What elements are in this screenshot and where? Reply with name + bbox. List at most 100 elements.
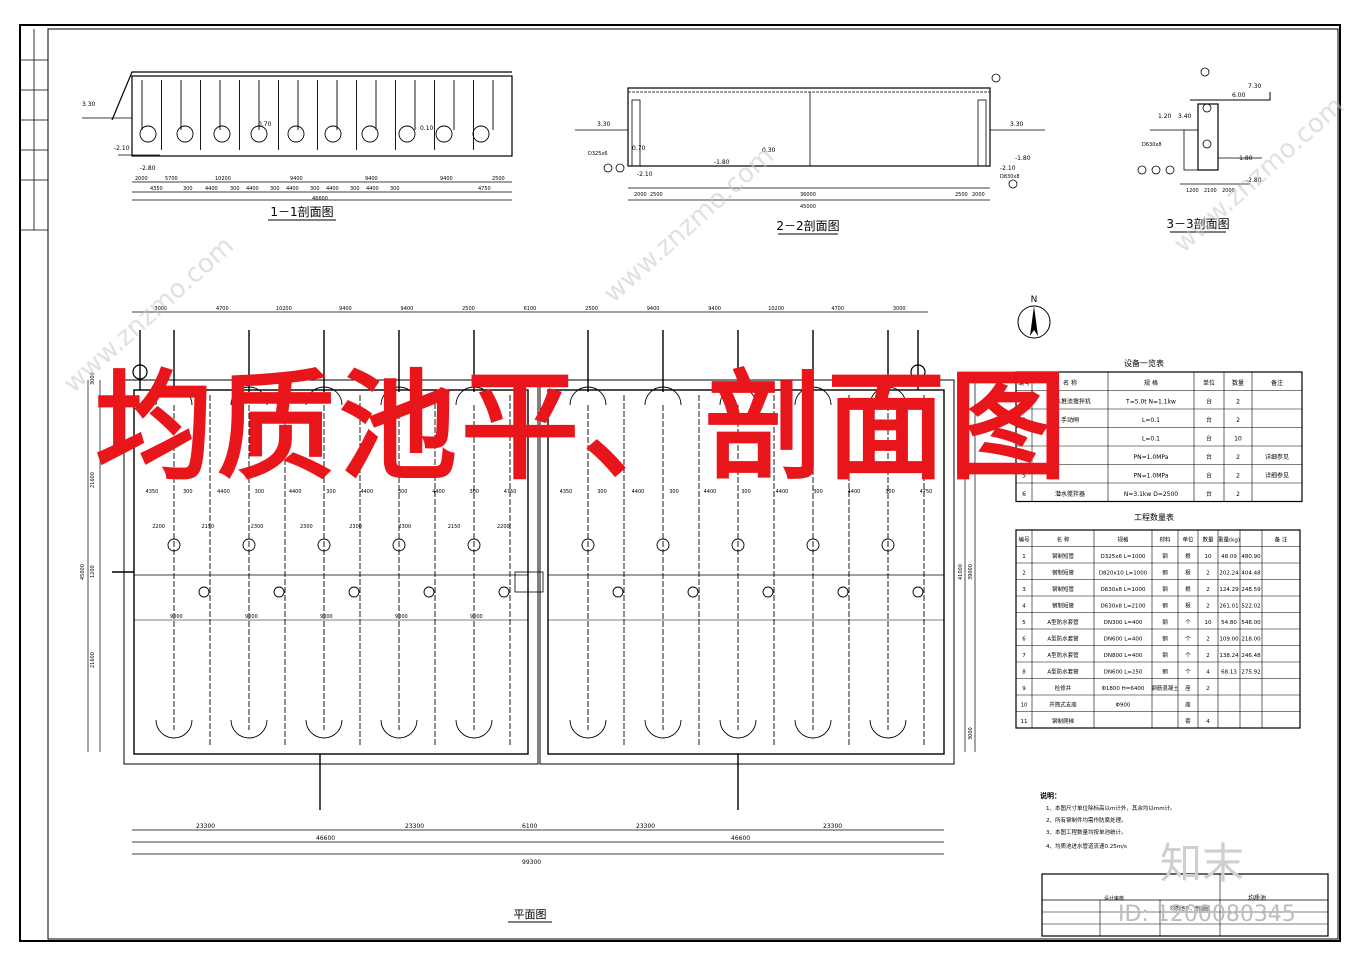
plan-mid-dim-right: 300: [669, 489, 679, 495]
table-cell: 404.48: [1241, 571, 1261, 577]
plan-top-dim: 3000: [893, 306, 906, 312]
plan-mixer: [392, 538, 406, 552]
s11-dim-total: 46600: [312, 196, 328, 202]
table-cell: D630x8 L=2100: [1101, 604, 1146, 610]
compass: N: [1017, 295, 1051, 339]
table-cell: 钢: [1162, 668, 1168, 676]
plan-mid-dim: 300: [326, 489, 336, 495]
s11-level-2: -2.10: [114, 145, 130, 152]
table-header-cell: 编号: [1018, 536, 1030, 544]
s11-dim-m: 300: [270, 186, 280, 192]
plan-side-r1: 41000: [958, 564, 964, 580]
plan-dim-b5: 23300: [823, 823, 842, 830]
plan-mid-dim-right: 300: [885, 489, 895, 495]
table-cell: 根: [1185, 602, 1191, 610]
table-cell: 潜水搅拌器: [1055, 490, 1085, 498]
plan-mixer-2: [912, 586, 924, 598]
table-header-cell: 名 称: [1063, 379, 1077, 387]
table-cell: 台: [1206, 397, 1212, 405]
table-cell: 4: [1022, 604, 1026, 610]
plan-arc-bottom: [569, 719, 607, 739]
table-cell: 9: [1022, 686, 1026, 692]
s11-dim-c: 10200: [215, 176, 231, 182]
table-cell: 124.29: [1219, 587, 1239, 593]
table-cell: D630x8 L=1000: [1101, 587, 1146, 593]
plan-mid-dim: 4750: [504, 489, 517, 495]
s22-dim-4: 2500: [955, 192, 968, 198]
s33-level-1: 7.30: [1248, 83, 1262, 90]
s11-dim-n: 4400: [286, 186, 299, 192]
plan-arc-bottom: [644, 719, 682, 739]
plan-top-dim: 3000: [154, 306, 167, 312]
table-cell: 138.24: [1219, 653, 1239, 659]
table-cell: 井筒式支座: [1049, 701, 1077, 709]
plan-view: [87, 311, 976, 855]
table-cell: 钢制短管: [1052, 602, 1075, 610]
left-stamp-strip: [20, 29, 48, 231]
plan-mid-dim: 4400: [289, 489, 302, 495]
table-cell: 8: [1022, 670, 1026, 676]
overlay-title: 均质池平、剖面图: [95, 357, 1072, 496]
table-cell: D820x10 L=1000: [1099, 571, 1148, 577]
table-cell: 套: [1185, 717, 1191, 725]
watermark-id: ID: 1200080345: [1118, 902, 1296, 927]
table-header-cell: 规 格: [1144, 379, 1158, 387]
table-cell: 手动闸: [1061, 416, 1079, 424]
s22-dim-5: 2000: [972, 192, 985, 198]
table-cell: 个: [1185, 619, 1191, 626]
s22-level-1: 3.30: [597, 121, 611, 128]
table-cell: 钢: [1162, 635, 1168, 643]
s11-dim-s: 300: [390, 186, 400, 192]
table-cell: L=0.1: [1142, 417, 1160, 424]
table-cell: 2: [1236, 472, 1240, 479]
plan-top-dim: 4700: [216, 306, 229, 312]
plan-mid-dim-right: 300: [813, 489, 823, 495]
table-cell: 详细参见: [1265, 453, 1289, 461]
table-cell: 2: [1206, 571, 1210, 577]
plan-top-dim: 2500: [462, 306, 475, 312]
plan-mixer: [656, 538, 670, 552]
plan-mid-dim: 4400: [432, 489, 445, 495]
table-cell: 2: [1206, 653, 1210, 659]
s22-pipe-2: D830x8: [1000, 174, 1020, 180]
table-cell: 检修井: [1055, 684, 1072, 692]
s33-dim-1: 1200: [1186, 188, 1199, 194]
s11-pipe: [398, 125, 416, 143]
note-1: 1、本图尺寸单位除标高以m计外，其余均以mm计。: [1046, 804, 1176, 812]
s11-level-1: 3.30: [82, 101, 96, 108]
table-cell: 钢筋混凝土: [1151, 684, 1179, 692]
s11-pipe: [324, 125, 342, 143]
s11-pipe: [472, 125, 490, 143]
table-cell: 5: [1022, 620, 1026, 626]
plan-total-all: 99300: [522, 859, 541, 866]
title-block: [1041, 873, 1329, 937]
plan-sub-dim: 2300: [251, 524, 264, 530]
table-cell: 钢制短管: [1052, 569, 1075, 577]
table-cell: 4: [1206, 670, 1210, 676]
table-header-cell: 规格: [1117, 536, 1129, 544]
table-header-cell: 单位: [1203, 379, 1215, 387]
s11-dim-j: 4400: [205, 186, 218, 192]
note-2: 2、所有钢制件均需作防腐处理。: [1046, 816, 1127, 824]
plan-mixer-2: [612, 586, 624, 598]
table-cell: 钢: [1162, 602, 1168, 610]
table-cell: 钢: [1162, 585, 1168, 593]
table-cell: A型防水套管: [1047, 618, 1079, 626]
table-cell: Φ1800 H=6400: [1102, 686, 1145, 692]
plan-side-l3: 1200: [90, 565, 96, 578]
s22-level-6: 0.30: [762, 147, 776, 154]
plan-arc-bottom: [155, 719, 193, 739]
watermark-brand: 知末: [1160, 839, 1245, 888]
table-cell: Φ900: [1116, 703, 1131, 709]
table-cell: 钢: [1162, 618, 1168, 626]
table-cell: 5: [1022, 472, 1026, 479]
title-block-sub: 均质池平、剖面图: [1170, 905, 1210, 912]
plan-mixer-2: [498, 586, 510, 598]
s11-dim-q: 300: [350, 186, 360, 192]
table-cell: 2: [1022, 571, 1026, 577]
table-cell: 个: [1185, 652, 1191, 659]
table-header-cell: 重量(kg): [1218, 536, 1240, 544]
table-cell: 2: [1236, 398, 1240, 405]
